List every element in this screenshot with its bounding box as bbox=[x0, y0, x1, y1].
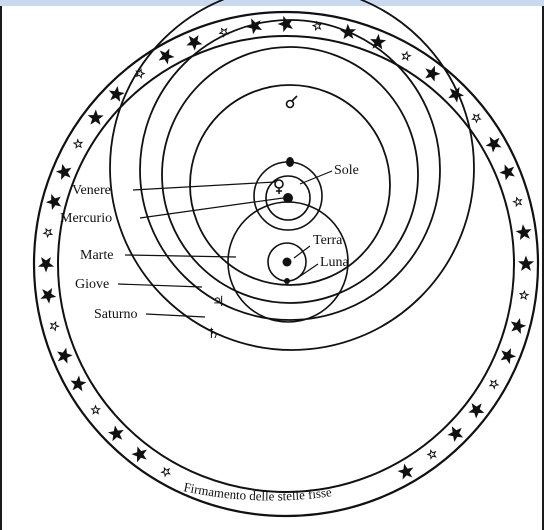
star-icon bbox=[470, 404, 483, 417]
star-icon bbox=[487, 138, 500, 151]
star-icon bbox=[160, 50, 173, 63]
star-icon bbox=[51, 322, 59, 330]
firmament-label: Firmamento delle stelle fisse bbox=[182, 479, 332, 503]
jupiter-icon: ♃ bbox=[212, 294, 225, 310]
saturn-icon: ♄ bbox=[207, 326, 220, 342]
star-icon bbox=[109, 427, 122, 440]
moon-icon bbox=[284, 278, 290, 284]
planet-dot-icon bbox=[286, 157, 294, 167]
star-icon bbox=[188, 36, 201, 49]
star-icon bbox=[58, 349, 71, 362]
star-icon bbox=[472, 114, 480, 122]
star-icon bbox=[133, 448, 146, 461]
leader-giove bbox=[118, 284, 202, 287]
star-icon bbox=[72, 377, 85, 390]
leader-sole bbox=[300, 171, 332, 184]
star-icon bbox=[110, 87, 123, 100]
star-icon bbox=[519, 257, 532, 270]
label-sole: Sole bbox=[334, 163, 359, 178]
leader-saturno bbox=[146, 314, 205, 317]
star-icon bbox=[44, 229, 52, 237]
leader-terra bbox=[294, 246, 310, 258]
star-icon bbox=[514, 198, 522, 206]
label-terra: Terra bbox=[313, 233, 343, 248]
star-icon bbox=[449, 428, 462, 441]
label-luna: Luna bbox=[320, 255, 350, 270]
star-icon bbox=[402, 52, 410, 60]
venus-icon bbox=[275, 180, 283, 188]
label-saturno: Saturno bbox=[94, 307, 138, 322]
mars-icon-arrow bbox=[292, 96, 297, 101]
star-icon bbox=[47, 195, 60, 208]
star-icon bbox=[490, 380, 498, 388]
label-giove: Giove bbox=[75, 277, 109, 292]
leader-luna bbox=[296, 264, 318, 279]
star-icon bbox=[399, 465, 412, 478]
leader-venere bbox=[133, 182, 275, 190]
sun-icon bbox=[283, 193, 293, 203]
label-venere: Venere bbox=[72, 183, 111, 198]
star-icon bbox=[42, 289, 55, 302]
star-icon bbox=[501, 166, 514, 179]
star-icon bbox=[502, 349, 515, 362]
orbit-giove bbox=[140, 20, 440, 320]
star-icon bbox=[512, 319, 525, 332]
star-icon bbox=[57, 165, 70, 178]
star-icon bbox=[92, 406, 100, 414]
star-icon bbox=[426, 67, 439, 80]
star-icon bbox=[428, 450, 436, 458]
star-icon bbox=[39, 258, 52, 271]
star-icon bbox=[517, 226, 530, 239]
star-icon bbox=[89, 111, 102, 124]
earth-icon bbox=[283, 258, 292, 267]
mars-icon bbox=[287, 101, 294, 108]
label-mercurio: Mercurio bbox=[60, 211, 112, 226]
star-icon bbox=[162, 468, 170, 476]
label-marte: Marte bbox=[80, 248, 113, 263]
star-icon bbox=[74, 140, 82, 148]
star-icon bbox=[520, 291, 528, 299]
